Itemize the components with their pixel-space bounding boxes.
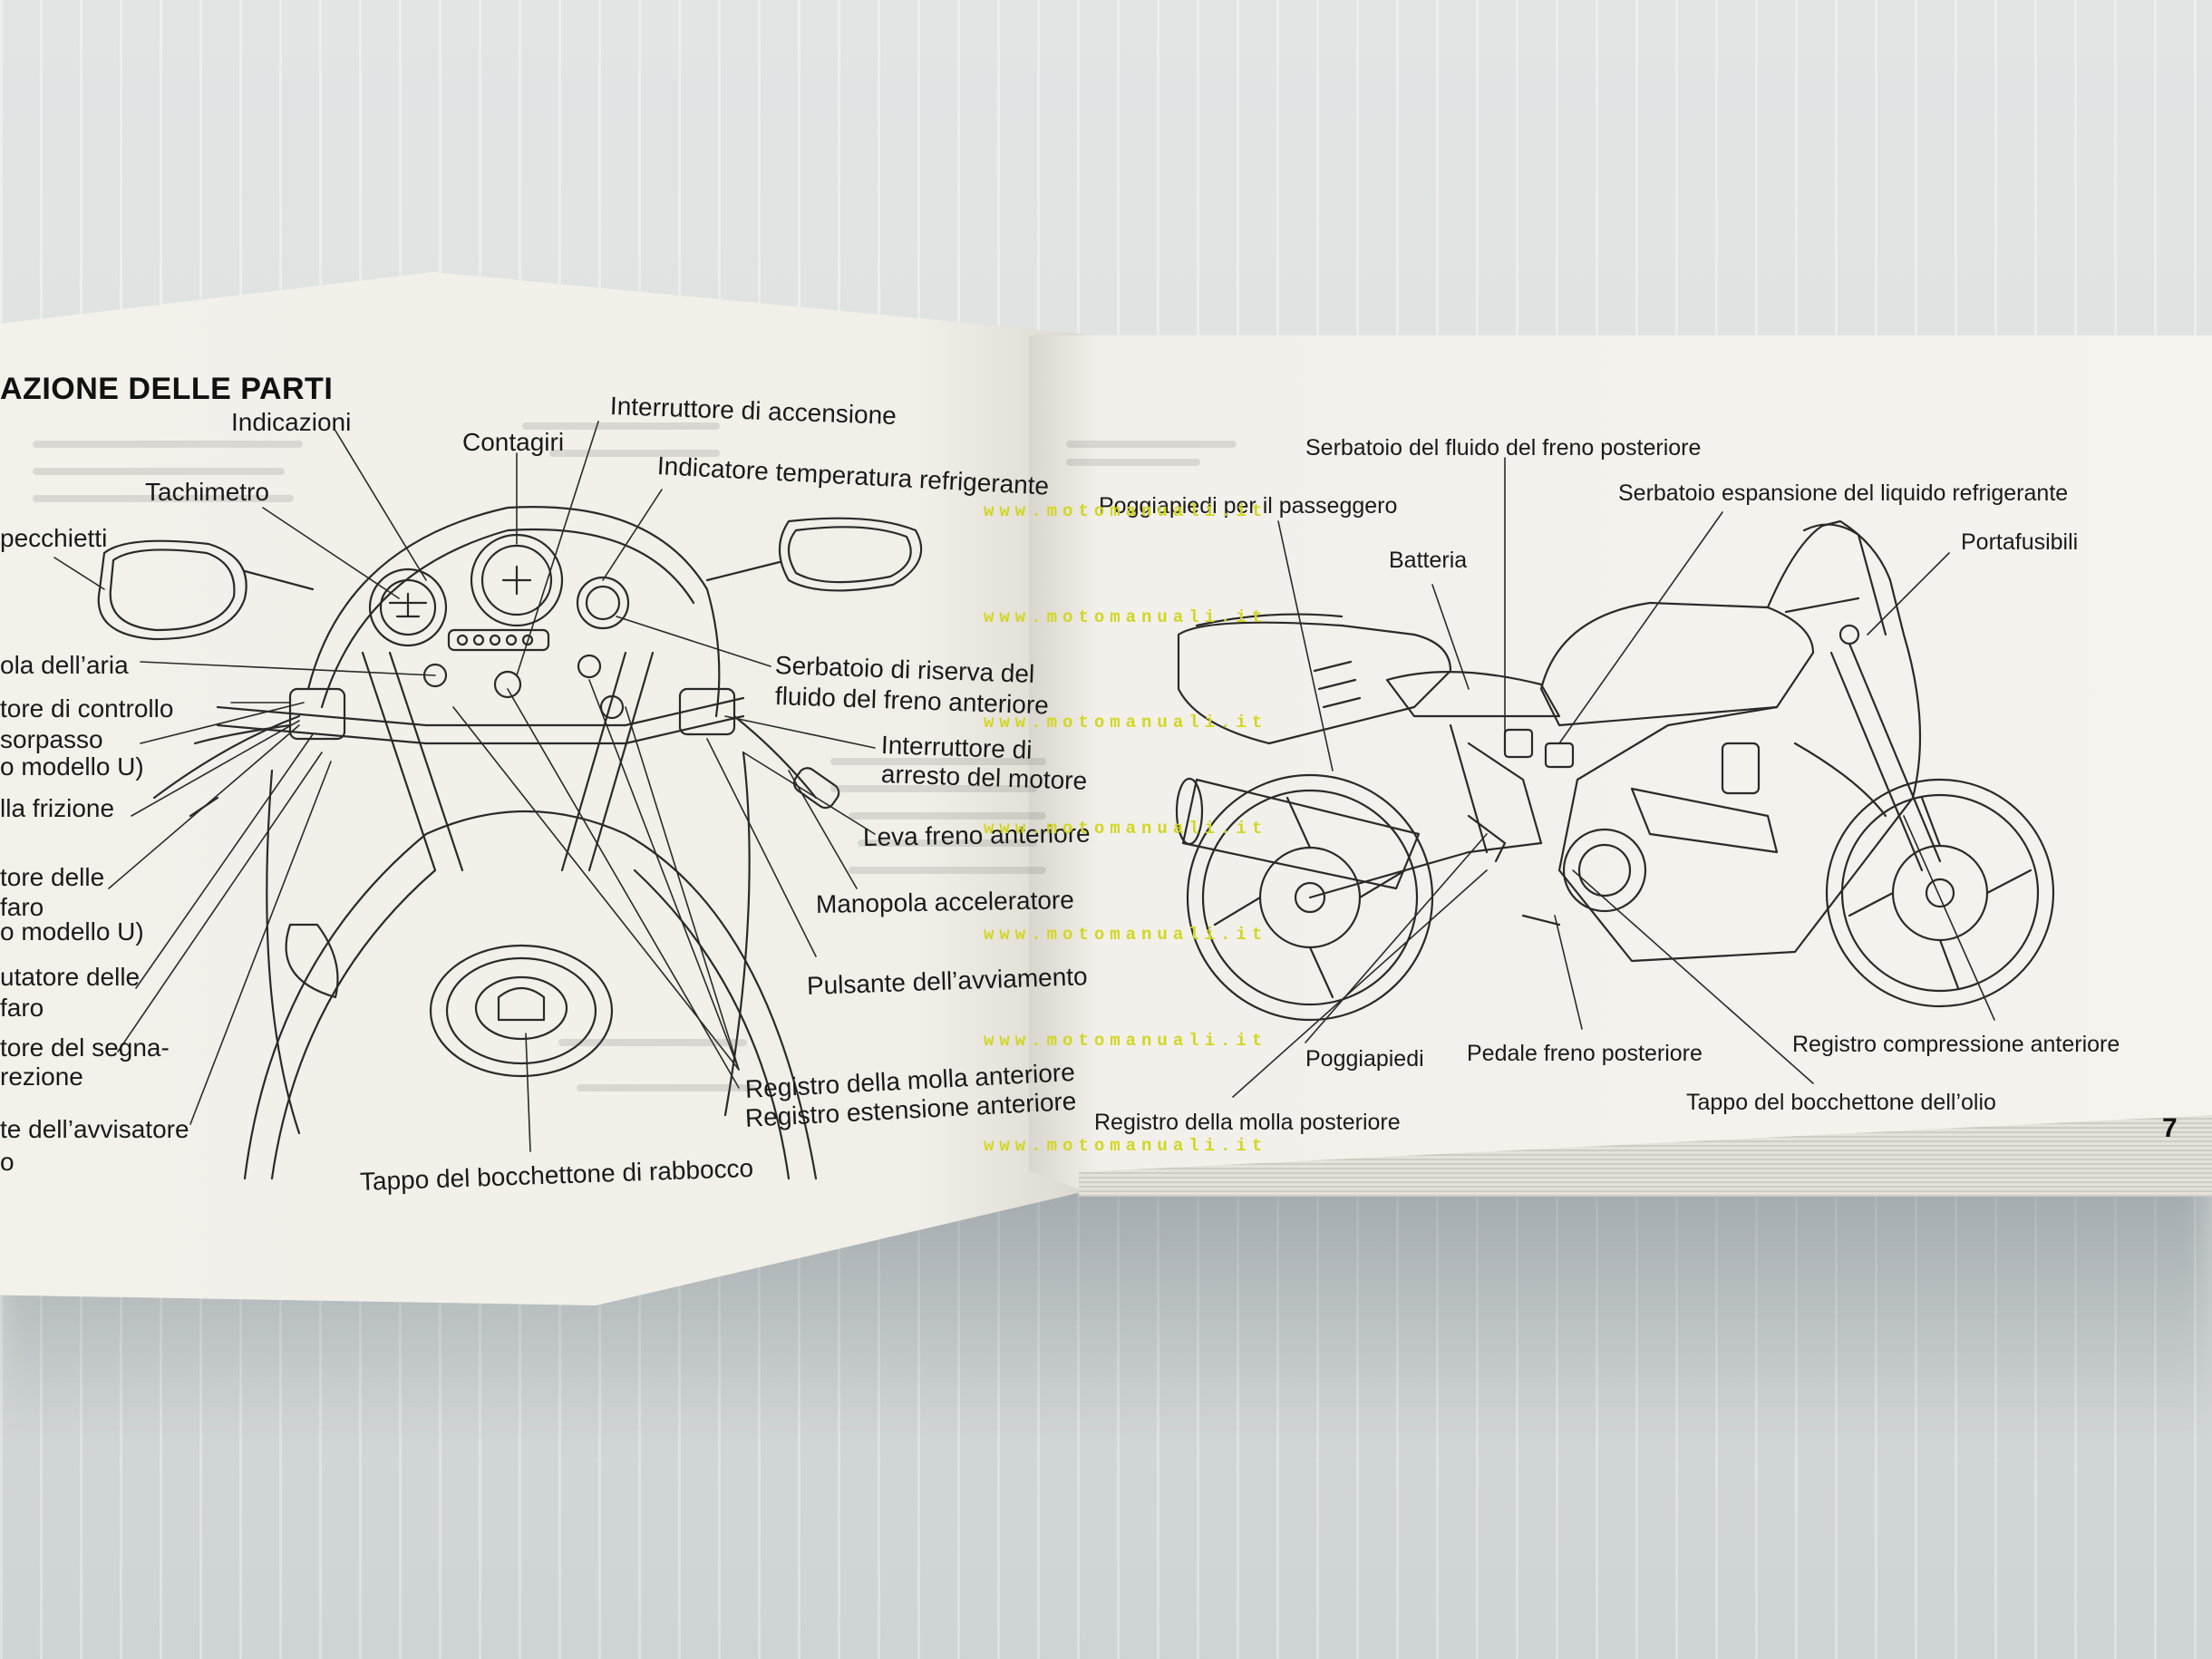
right-page [1029,335,2212,1197]
label-manopola-acceleratore: Manopola acceleratore [815,886,1075,918]
right-leader-lines [1232,457,1995,1098]
label-valvola-aria: ola dell’aria [0,651,129,679]
watermark: www.motomanuali.it [984,1136,1268,1156]
watermark: www.motomanuali.it [984,925,1268,945]
page-number: 7 [2162,1113,2178,1143]
label-acustico: o [0,1148,15,1176]
label-commutatore-luci: tore delle [0,863,105,891]
label-indicatore-direzione: tore del segna- [0,1033,170,1062]
watermark: www.motomanuali.it [984,819,1268,839]
left-leader-lines [53,421,876,1152]
label-portafusibili: Portafusibili [1961,529,2079,555]
label-serbatoio-freno-posteriore: Serbatoio del fluido del freno posterior… [1305,435,1702,461]
label-tappo-olio: Tappo del bocchettone dell’olio [1686,1090,1996,1115]
label-rezione: rezione [0,1062,83,1091]
label-avvisatore: te dell’avvisatore [0,1115,189,1143]
label-serbatoio-espansione: Serbatoio espansione del liquido refrige… [1618,480,2069,506]
label-pulsante-controllo: tore di controllo [0,694,174,723]
label-faro-2: faro [0,994,44,1022]
motorcycle-side-drawing [1175,519,2055,1022]
label-commutatore-faro: utatore delle [0,963,141,991]
watermark: www.motomanuali.it [984,501,1268,521]
label-contagiri: Contagiri [462,428,565,456]
watermark: www.motomanuali.it [984,607,1268,627]
label-modello-u-2: o modello U) [0,917,144,946]
label-modello-u-1: o modello U) [0,752,144,781]
label-leva-frizione: lla frizione [0,794,115,822]
label-poggiapiedi-passeggero: Poggiapiedi per il passeggero [1099,493,1398,519]
label-indicazioni: Indicazioni [231,408,352,436]
watermark: www.motomanuali.it [984,1031,1268,1051]
label-pedale-freno-posteriore: Pedale freno posteriore [1467,1041,1703,1066]
watermark: www.motomanuali.it [984,713,1268,732]
page-title: AZIONE DELLE PARTI [0,372,334,406]
label-registro-compressione-anteriore: Registro compressione anteriore [1792,1032,2120,1057]
label-specchietti: pecchietti [0,524,108,552]
label-registro-molla-posteriore: Registro della molla posteriore [1094,1110,1401,1135]
label-tachimetro: Tachimetro [145,478,269,506]
label-batteria: Batteria [1389,548,1468,573]
label-poggiapiedi: Poggiapiedi [1305,1046,1424,1072]
label-faro-1: faro [0,893,44,921]
label-sorpasso: sorpasso [0,725,103,753]
